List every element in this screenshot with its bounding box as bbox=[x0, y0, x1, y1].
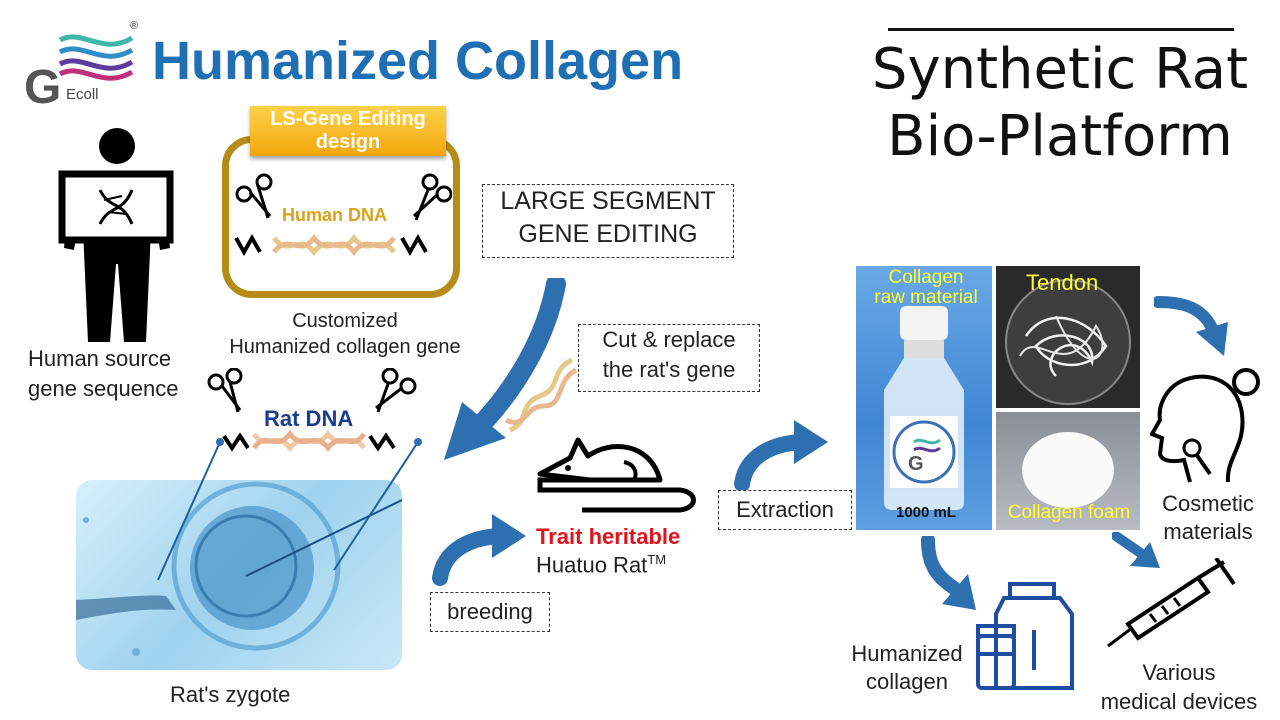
cut-replace-line2: the rat's gene bbox=[602, 357, 736, 382]
cosmetic-line1: Cosmetic bbox=[1162, 491, 1254, 516]
large-segment-box: LARGE SEGMENT GENE EDITING bbox=[482, 184, 734, 258]
rat-icon bbox=[537, 437, 696, 513]
scissors-icon bbox=[207, 367, 243, 413]
medical-devices-label: Various medical devices bbox=[1086, 658, 1272, 716]
syringe-icon bbox=[1107, 558, 1236, 648]
tendon-photo bbox=[996, 266, 1140, 408]
extraction-arrow-icon bbox=[734, 420, 828, 492]
main-title: Humanized Collagen bbox=[152, 31, 684, 91]
humanized-arrow-icon bbox=[921, 536, 976, 610]
rat-dna-strand bbox=[204, 367, 424, 458]
medical-line1: Various bbox=[1142, 660, 1216, 685]
logo-letter: G bbox=[24, 61, 62, 114]
huatuo-rat-label: Huatuo RatTM bbox=[536, 552, 666, 578]
human-source-label: Human source gene sequence bbox=[28, 344, 178, 404]
logo-registered-mark: ® bbox=[130, 20, 139, 32]
breeding-arrow-icon bbox=[432, 514, 526, 586]
platform-title: Synthetic Rat Bio-Platform bbox=[860, 36, 1260, 170]
svg-text:G: G bbox=[908, 453, 924, 475]
customized-line2: Humanized collagen gene bbox=[229, 336, 461, 358]
customized-gene-label: Customized Humanized collagen gene bbox=[214, 308, 476, 360]
scissors-icon bbox=[412, 173, 453, 221]
humanized-collagen-label: Humanized collagen bbox=[832, 640, 982, 696]
huatuo-rat-name: Huatuo Rat bbox=[536, 552, 648, 578]
medical-arrow-icon bbox=[1112, 532, 1160, 568]
collagen-bottle-photo: G bbox=[856, 266, 992, 530]
zygote-photo bbox=[76, 480, 402, 670]
humanized-collagen-line2: collagen bbox=[866, 669, 948, 694]
customized-line1: Customized bbox=[292, 310, 398, 332]
cosmetic-line2: materials bbox=[1163, 519, 1253, 544]
collagen-raw-label: Collagen raw material bbox=[862, 268, 990, 308]
collagen-foam-photo bbox=[996, 412, 1140, 530]
extraction-box: Extraction bbox=[718, 490, 852, 530]
zygote-label: Rat's zygote bbox=[170, 682, 291, 707]
scissors-icon bbox=[235, 173, 273, 219]
human-dna-strand bbox=[234, 168, 453, 264]
rat-dna-label: Rat DNA bbox=[264, 406, 354, 431]
collagen-foam-label: Collagen foam bbox=[1007, 502, 1131, 523]
humanized-collagen-line1: Humanized bbox=[851, 641, 963, 666]
human-silhouette-icon bbox=[52, 124, 182, 344]
zygote-pointer-lines bbox=[157, 438, 422, 581]
logo-ribbons-icon bbox=[58, 34, 134, 81]
cosmetic-arrow-icon bbox=[1154, 296, 1228, 356]
collagen-raw-line1: Collagen bbox=[888, 267, 964, 288]
brand-logo: G Ecoll ® bbox=[22, 20, 142, 114]
logo-text: Ecoll bbox=[66, 86, 99, 103]
large-segment-line1: LARGE SEGMENT bbox=[500, 187, 716, 215]
breeding-box: breeding bbox=[430, 592, 550, 632]
cut-replace-line1: Cut & replace bbox=[602, 327, 736, 352]
face-care-icon bbox=[1150, 368, 1260, 483]
large-segment-line2: GENE EDITING bbox=[518, 220, 698, 248]
huatuo-tm-mark: TM bbox=[647, 552, 667, 567]
cosmetic-label: Cosmetic materials bbox=[1140, 490, 1276, 546]
cut-replace-box: Cut & replace the rat's gene bbox=[578, 324, 760, 392]
platform-title-line1: Synthetic Rat bbox=[871, 37, 1249, 102]
human-source-line2: gene sequence bbox=[28, 376, 179, 401]
bottle-volume-label: 1000 mL bbox=[896, 504, 957, 521]
human-source-line1: Human source bbox=[28, 346, 172, 371]
trait-heritable-label: Trait heritable bbox=[536, 524, 681, 549]
medical-line2: medical devices bbox=[1100, 689, 1258, 714]
platform-title-line2: Bio-Platform bbox=[887, 104, 1233, 170]
gene-editing-design-tag: LS-Gene Editing design bbox=[250, 106, 446, 156]
vials-icon bbox=[976, 582, 1074, 690]
title-rule bbox=[888, 28, 1234, 31]
dna-fragment-icon bbox=[504, 357, 578, 433]
scissors-icon bbox=[375, 367, 417, 413]
collagen-raw-line2: raw material bbox=[874, 287, 978, 308]
tendon-label: Tendon bbox=[1026, 270, 1099, 295]
human-dna-label: Human DNA bbox=[282, 205, 388, 225]
insert-arrow-icon bbox=[444, 278, 566, 460]
